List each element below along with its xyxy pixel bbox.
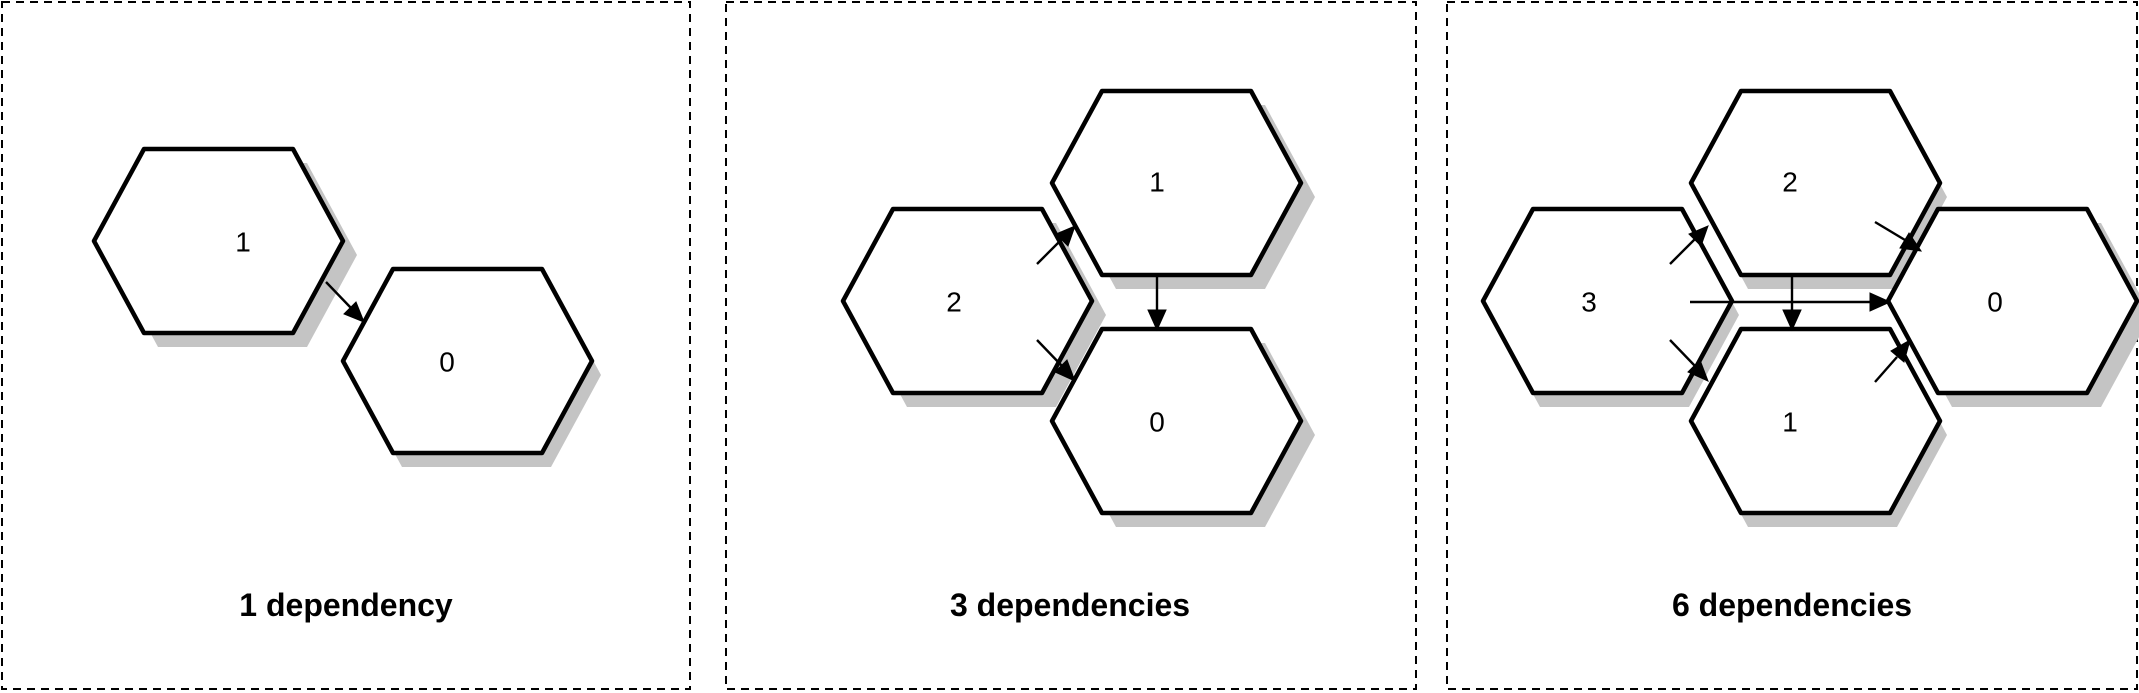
edge-2-to-1	[1782, 275, 1802, 332]
panel-frame	[1, 1, 691, 690]
hexagon-shape	[1480, 206, 1735, 396]
edge-line	[1874, 356, 1898, 383]
arrowhead	[1688, 225, 1709, 247]
edge-3-to-0	[1690, 292, 1892, 312]
hexagon-node-0: 0	[1885, 206, 2139, 407]
panel-6-dependencies: 3 2 1 0	[1446, 1, 2139, 690]
panel-caption: 3 dependencies	[950, 587, 1190, 623]
panel-1-dependency: 1 0 1 dependency	[1, 1, 691, 690]
arrowhead	[1055, 225, 1076, 247]
hexagon-shape	[840, 206, 1095, 396]
hexagon-node-1: 1	[91, 146, 357, 347]
hexagon-node-1: 1	[1688, 326, 1947, 527]
edge-1-to-0	[1874, 338, 1911, 383]
edge-2-to-0	[1874, 220, 1923, 252]
edge-1-to-0	[1147, 275, 1167, 332]
edge-line	[1669, 238, 1696, 265]
node-label: 3	[1581, 287, 1597, 318]
arrowhead	[1687, 359, 1709, 382]
edge-3-to-1	[1669, 339, 1709, 382]
arrowhead	[1782, 309, 1802, 332]
hexagon-node-0: 0	[340, 266, 601, 467]
edge-line	[1669, 339, 1696, 367]
node-label: 0	[1149, 407, 1165, 438]
edge-2-to-1	[1036, 225, 1076, 265]
edge-line	[325, 281, 352, 309]
node-label: 1	[1782, 407, 1798, 438]
hexagon-shape	[1688, 326, 1943, 516]
arrowhead	[1147, 309, 1167, 332]
edge-1-to-0	[325, 281, 365, 323]
arrowhead	[1869, 292, 1892, 312]
node-label: 2	[1782, 167, 1798, 198]
hexagon-node-3: 3	[1480, 206, 1739, 407]
hexagon-node-2: 2	[840, 206, 1106, 407]
hexagon-shape	[1049, 88, 1304, 278]
hexagon-shape	[1688, 88, 1943, 278]
hexagon-shape	[91, 146, 346, 336]
hexagon-shape	[340, 266, 595, 456]
hexagon-node-2: 2	[1688, 88, 1947, 289]
panel-caption: 6 dependencies	[1672, 587, 1912, 623]
hexagon-shape	[1049, 326, 1304, 516]
edge-3-to-2	[1669, 225, 1709, 265]
panel-caption: 1 dependency	[239, 587, 453, 623]
arrowhead	[1054, 359, 1076, 382]
node-label: 1	[235, 227, 251, 258]
edge-line	[1036, 238, 1063, 265]
node-label: 0	[439, 347, 455, 378]
hexagon-node-1: 1	[1049, 88, 1315, 289]
arrowhead	[1890, 338, 1911, 363]
arrowhead	[1899, 232, 1923, 252]
edge-2-to-0	[1036, 339, 1076, 382]
node-label: 1	[1149, 167, 1165, 198]
hexagon-shape	[1885, 206, 2139, 396]
node-label: 2	[946, 287, 962, 318]
edge-line	[1036, 339, 1063, 367]
node-label: 0	[1987, 287, 2003, 318]
hexagon-node-0: 0	[1049, 326, 1315, 527]
panel-3-dependencies: 2 1 0 3 dependencies	[725, 1, 1417, 690]
edge-line	[1874, 220, 1906, 242]
arrowhead	[343, 301, 365, 323]
